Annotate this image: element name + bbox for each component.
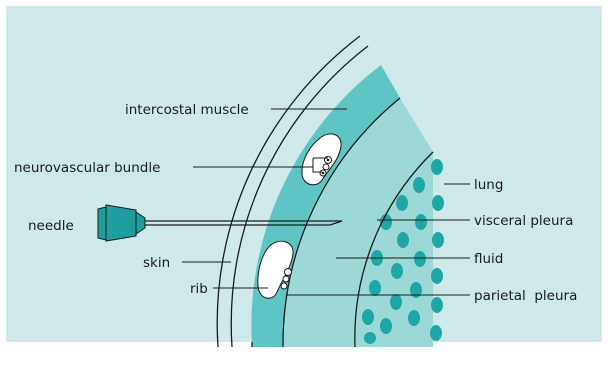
label-skin: skin xyxy=(143,255,170,271)
label-neurovascular-bundle: neurovascular bundle xyxy=(14,160,160,176)
label-visceral-pleura: visceral pleura xyxy=(474,213,573,229)
label-rib: rib xyxy=(190,281,208,297)
label-needle: needle xyxy=(28,218,74,234)
label-parietal-pleura: parietal pleura xyxy=(474,288,577,304)
label-intercostal-muscle: intercostal muscle xyxy=(125,102,249,118)
label-fluid: fluid xyxy=(474,251,503,267)
label-lung: lung xyxy=(474,177,503,193)
